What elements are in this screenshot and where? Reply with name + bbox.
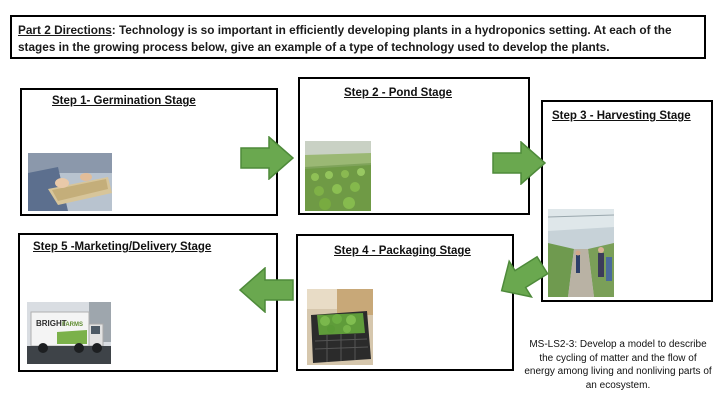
pond-photo [305,141,371,211]
standard-text: MS-LS2-3: Develop a model to describe th… [523,338,713,392]
germination-photo [28,153,112,211]
directions-box: Part 2 Directions: Technology is so impo… [10,15,706,59]
stage-title-germination: Step 1- Germination Stage [52,95,196,107]
directions-heading: Part 2 Directions [18,23,112,37]
directions-text: : Technology is so important in efficien… [18,23,672,54]
stage-box-packaging: Step 4 - Packaging Stage [296,234,514,371]
stage-title-marketing: Step 5 -Marketing/Delivery Stage [33,241,211,253]
truck-brand-text-2: FARMS [62,322,83,328]
harvesting-photo [548,209,614,297]
stage-title-packaging: Step 4 - Packaging Stage [334,245,471,257]
delivery-truck-photo: BRIGHT FARMS [27,302,111,364]
stage-title-pond: Step 2 - Pond Stage [344,87,452,99]
stage-box-harvesting: Step 3 - Harvesting Stage [541,100,713,302]
packaging-photo [307,289,373,365]
arrow-step3-to-step4 [495,251,549,305]
arrow-step1-to-step2 [240,136,294,180]
arrow-step2-to-step3 [492,141,546,185]
stage-title-harvesting: Step 3 - Harvesting Stage [552,110,691,122]
arrow-step4-to-step5 [238,267,294,313]
